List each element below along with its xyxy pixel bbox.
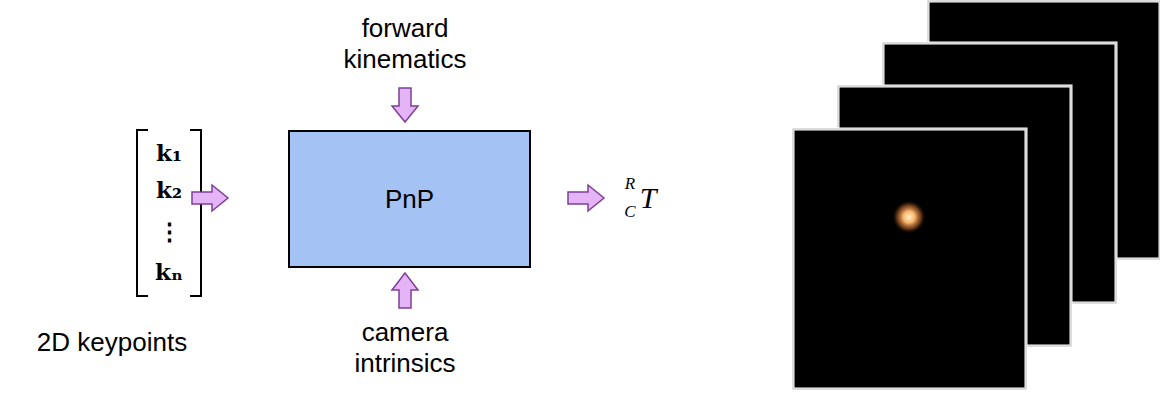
left-bracket: [137, 130, 148, 296]
vector-entry: k₁: [156, 139, 182, 167]
vector-entry: kₙ: [155, 258, 183, 286]
axis-label: 2D keypoints: [37, 327, 187, 358]
block-arrow: [392, 273, 418, 308]
input-label: camera intrinsics: [320, 317, 490, 379]
input-label: forward kinematics: [315, 13, 495, 75]
vector-entry: k₂: [156, 176, 182, 204]
heatmap-outline: [793, 129, 1026, 389]
frame-superscript: R: [625, 174, 635, 194]
frame-subscript: C: [624, 202, 635, 222]
right-bracket: [190, 130, 201, 296]
heatmap-peak: [892, 200, 926, 234]
box-label: PnP: [385, 184, 434, 215]
block-arrow: [568, 185, 604, 211]
vector-dots: ⋮: [158, 217, 181, 245]
transform-symbol: T: [640, 180, 657, 216]
process-box: PnP: [288, 130, 531, 268]
block-arrow: [192, 185, 228, 211]
block-arrow: [392, 88, 418, 122]
heatmap-frame: [793, 129, 1026, 389]
